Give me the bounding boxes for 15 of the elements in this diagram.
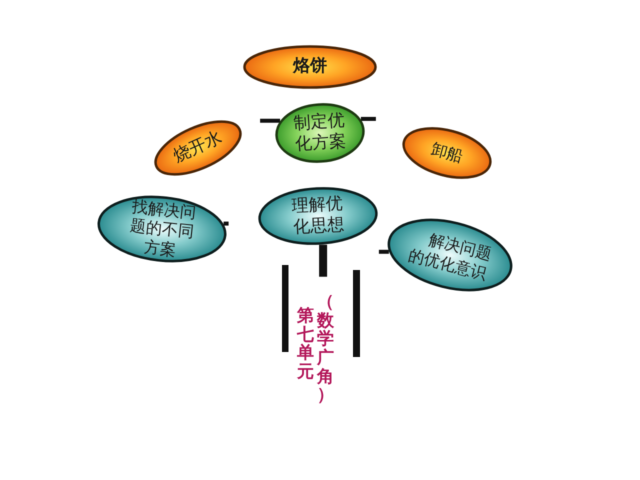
branch-line bbox=[260, 118, 280, 123]
topic-text: 制定优化方案 bbox=[293, 110, 347, 156]
branch-line bbox=[360, 116, 376, 121]
branch-line bbox=[224, 222, 229, 226]
topic-text: 烧开水 bbox=[170, 126, 226, 169]
branch-line bbox=[319, 244, 328, 277]
unit-title-text: 第七单元 bbox=[297, 307, 314, 382]
topic-ellipse bbox=[243, 45, 377, 89]
branch-line bbox=[378, 250, 389, 254]
topic-text: 卸船 bbox=[428, 138, 466, 168]
topic-text: 解决问题的优化意识 bbox=[406, 228, 494, 284]
topic-text: 找解决问题的不同方案 bbox=[128, 197, 197, 261]
topic-text: 烙饼 bbox=[293, 55, 327, 78]
unit-title-text: （数学广角） bbox=[317, 293, 334, 406]
topic-text: 理解优化思想 bbox=[291, 193, 345, 239]
